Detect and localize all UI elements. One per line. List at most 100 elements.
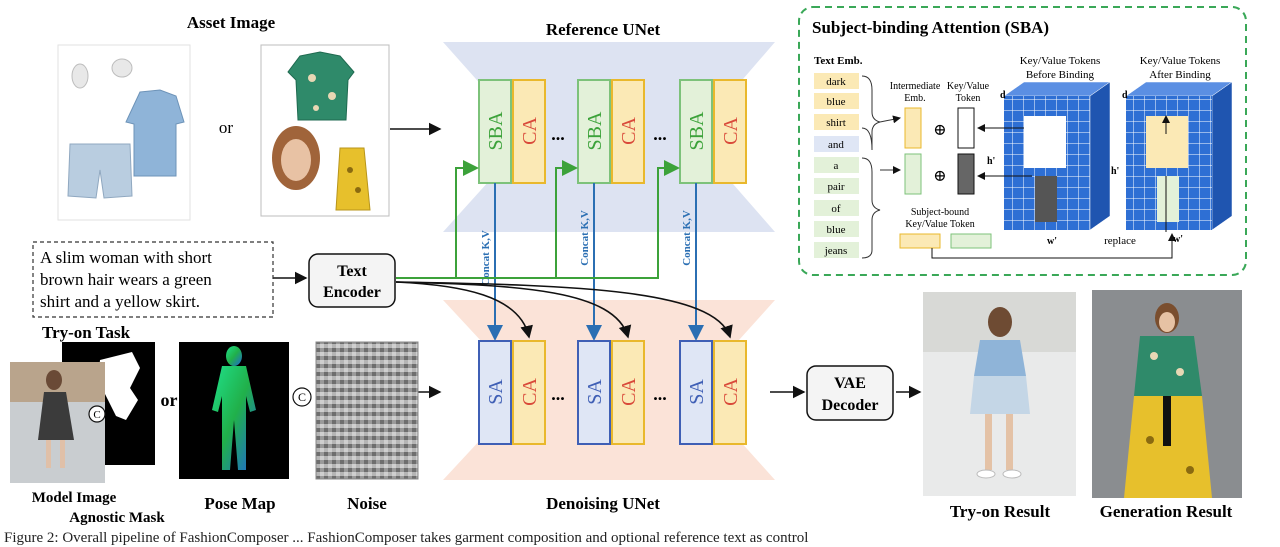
denim-shirt-icon	[125, 89, 185, 177]
kv-token-lower	[957, 153, 975, 195]
sa-block-2-label: SA	[584, 379, 606, 405]
yellow-skirt-icon	[335, 147, 371, 211]
subject-bound-token-green	[950, 233, 992, 249]
intermediate-emb-upper	[904, 107, 922, 149]
generation-result-image	[1092, 290, 1242, 498]
denoising-blocks: SA CA ... SA CA ... SA CA	[478, 340, 747, 445]
sba-block-2-label: SBA	[584, 111, 606, 150]
model-dress-icon	[38, 392, 74, 440]
token-label: and	[828, 139, 844, 151]
agnostic-mask-label: Agnostic Mask	[69, 510, 165, 526]
token-box	[814, 93, 859, 109]
text-encoder-line-1: Text	[337, 263, 367, 280]
subject-bound-line-1: Subject-bound	[911, 207, 969, 218]
kv-token-upper	[957, 107, 975, 149]
floral-shirt-icon	[287, 51, 355, 121]
token-box	[814, 114, 859, 130]
sa-block-1	[478, 340, 512, 445]
green-arrow-3	[396, 160, 680, 279]
prompt-line-3: shirt and a yellow skirt.	[40, 292, 200, 311]
intermediate-emb-line-1: Intermediate	[890, 81, 941, 92]
ca-block-3	[713, 79, 747, 184]
sa-block-2	[577, 340, 611, 445]
ca-block-2-label: CA	[618, 117, 640, 145]
token-label: of	[831, 203, 841, 215]
den-ellipsis-1: ...	[551, 384, 565, 404]
prompt-line-1: A slim woman with short	[40, 248, 212, 267]
dca-block-3-label: CA	[720, 378, 742, 406]
intermediate-emb-line-2: Emb.	[904, 93, 925, 104]
dim-h-before: h'	[987, 156, 996, 167]
tryon-or-label: or	[161, 390, 178, 410]
token-list: dark blue shirt and a pair of blue jeans	[814, 73, 859, 258]
token-box	[814, 73, 859, 89]
token-box	[814, 200, 859, 216]
ref-ellipsis-2: ...	[653, 124, 667, 144]
den-ellipsis-2: ...	[653, 384, 667, 404]
token-box	[814, 221, 859, 237]
kv-grid-before	[1003, 81, 1111, 231]
dca-block-1	[512, 340, 546, 445]
token-box	[814, 242, 859, 258]
dim-d-before: d	[1000, 90, 1006, 101]
sa-block-3	[679, 340, 713, 445]
ca-block-1-label: CA	[519, 117, 541, 145]
asset-image-clothes	[57, 44, 191, 221]
token-label: a	[834, 160, 839, 172]
ca-block-2	[611, 79, 645, 184]
kv-token-line-2: Token	[956, 93, 981, 104]
sba-block-2	[577, 79, 611, 184]
after-binding-line-2: After Binding	[1149, 69, 1211, 81]
plus-upper: ⊕	[933, 122, 946, 139]
sba-block-1	[478, 79, 512, 184]
text-encoder-line-2: Encoder	[323, 284, 381, 301]
subject-bound-token-yellow	[899, 233, 941, 249]
subject-bound-line-2: Key/Value Token	[905, 219, 974, 230]
prompt-line-2: brown hair wears a green	[40, 270, 212, 289]
reference-unet-title: Reference UNet	[546, 20, 661, 39]
token-box	[814, 178, 859, 194]
token-label: pair	[827, 181, 844, 193]
concat-label-1: Concat K,V	[480, 230, 492, 286]
sneaker-icon-2	[111, 58, 133, 78]
plus-lower: ⊕	[933, 168, 946, 185]
figure-caption: Figure 2: Overall pipeline of FashionCom…	[4, 530, 809, 546]
generation-result-label: Generation Result	[1100, 502, 1233, 521]
model-image-label: Model Image	[32, 490, 117, 506]
text-encoder-box	[308, 253, 396, 308]
sneaker-icon	[71, 63, 89, 89]
dca-block-2-label: CA	[618, 378, 640, 406]
vae-decoder-line-2: Decoder	[822, 397, 879, 414]
dim-w-after: w'	[1173, 234, 1183, 245]
dca-block-3	[713, 340, 747, 445]
dca-block-1-label: CA	[519, 378, 541, 406]
mask-silhouette	[98, 352, 140, 420]
concat-symbol-pose: C	[298, 390, 306, 404]
replace-label: replace	[1104, 235, 1136, 247]
asset-image-title: Asset Image	[187, 13, 276, 32]
concat-circle-model	[88, 405, 106, 423]
sba-panel-title: Subject-binding Attention (SBA)	[812, 18, 1049, 37]
prompt-box	[32, 241, 274, 318]
asset-or-label: or	[219, 118, 234, 137]
ca-block-1	[512, 79, 546, 184]
token-label: jeans	[824, 245, 848, 257]
concat-symbol-model: C	[93, 409, 100, 421]
tryon-result-image	[923, 292, 1076, 496]
model-head-icon	[46, 370, 62, 390]
text-emb-title: Text Emb.	[814, 55, 863, 67]
denoising-unet-title: Denoising UNet	[546, 494, 660, 513]
token-box	[814, 136, 859, 152]
vae-decoder-box	[806, 365, 894, 421]
token-label: blue	[827, 96, 846, 108]
tryon-task-title: Try-on Task	[42, 323, 131, 342]
asset-image-composition	[260, 44, 390, 217]
brace-lower	[861, 157, 881, 259]
kv-grid-after	[1125, 81, 1233, 231]
sba-block-1-label: SBA	[485, 111, 507, 150]
concat-circle-pose	[292, 387, 312, 407]
before-binding-line-1: Key/Value Tokens	[1020, 55, 1101, 67]
token-label: shirt	[826, 117, 846, 129]
text-to-ca-arrows	[395, 281, 733, 339]
